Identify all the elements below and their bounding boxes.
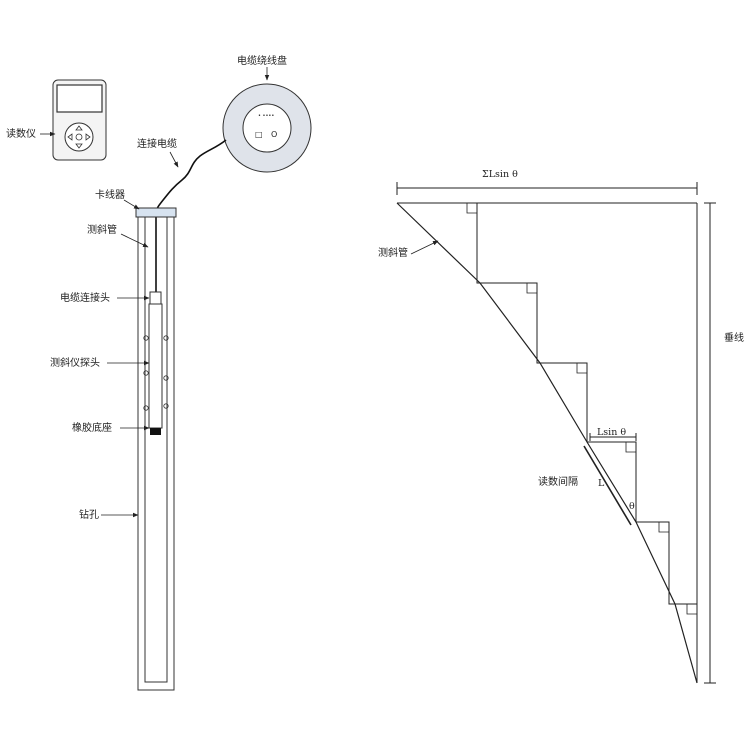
cable-clamp (135, 207, 177, 218)
left-panel: 读数仪 • •••• □ O 电缆绕线盘 连接电缆 卡线器 测斜管 (6, 54, 312, 691)
reader-label: 读数仪 (6, 127, 36, 140)
inclinometer-probe (143, 291, 169, 435)
casing-tube (144, 216, 168, 683)
probe-base (150, 428, 161, 435)
staircase (476, 203, 697, 605)
step-label: Lsin θ (597, 427, 626, 438)
vertical-label: 垂线 (724, 331, 744, 344)
readout-unit (52, 79, 107, 161)
keypad-arrow-icon (67, 125, 91, 149)
reel-button-left: □ (255, 130, 263, 139)
sum-label: ΣLsin θ (482, 169, 518, 180)
casing-profile (396, 202, 698, 684)
probe-label: 测斜仪探头 (50, 356, 100, 369)
connector-label: 电缆连接头 (60, 291, 110, 304)
borehole-label: 钻孔 (79, 508, 99, 521)
clamp-label: 卡线器 (95, 188, 125, 201)
cable-label: 连接电缆 (137, 137, 177, 150)
probe-wheel (163, 335, 169, 341)
reel-button-right: O (271, 130, 277, 139)
probe-connector (149, 291, 162, 305)
base-label: 橡胶底座 (72, 421, 112, 434)
cable-reel: • •••• □ O (222, 83, 312, 173)
reel-label: 电缆绕线盘 (237, 54, 287, 67)
cable-arrow (169, 151, 179, 168)
probe-body (148, 303, 163, 429)
reel-dots: • •••• (258, 113, 274, 119)
probe-wheel (143, 335, 149, 341)
angle-label: θ (629, 501, 635, 512)
interval-line (583, 445, 632, 526)
length-label: L (598, 478, 605, 489)
probe-wheel (163, 375, 169, 381)
interval-label: 读数间隔 (538, 475, 578, 488)
right-angle-markers (466, 203, 697, 615)
right-panel: ΣLsin θ 垂线 测斜管 Lsin θ 读数间隔 (378, 169, 744, 684)
probe-wheel (163, 403, 169, 409)
right-casing-label: 测斜管 (378, 246, 408, 259)
casing-arrow (120, 233, 149, 248)
right-casing-arrow (410, 240, 439, 255)
reel-inner (242, 103, 292, 153)
probe-wheel (143, 405, 149, 411)
readout-screen (56, 84, 103, 113)
casing-label: 测斜管 (87, 223, 117, 236)
clamp-arrow (123, 199, 140, 210)
readout-keypad (64, 122, 94, 152)
probe-wheel (143, 370, 149, 376)
